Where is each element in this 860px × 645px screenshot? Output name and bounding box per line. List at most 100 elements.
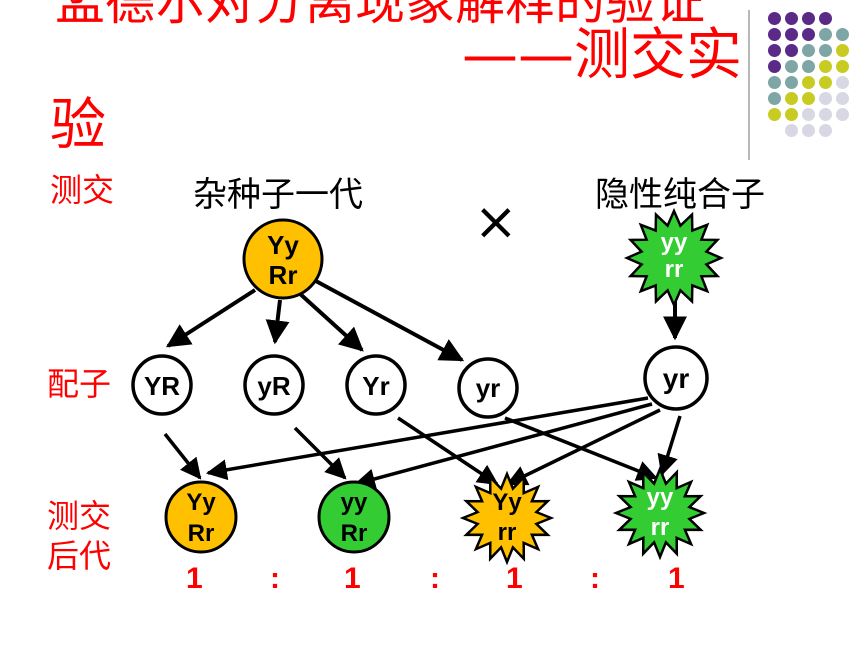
gamete-yr: yr <box>457 357 519 419</box>
arrow-YR-to-offspring-1 <box>163 432 202 480</box>
parent-f1-circle <box>242 218 324 300</box>
ratio-colon-3: : <box>590 562 600 595</box>
gamete-YR: YR <box>131 354 193 416</box>
decorative-dot <box>785 60 798 73</box>
gametes-label: 配子 <box>47 365 112 403</box>
gamete-yR-label: yR <box>257 371 290 401</box>
parent-recessive-genotype: yy rr <box>623 207 725 309</box>
decorative-dot <box>802 76 815 89</box>
decorative-dot <box>785 92 798 105</box>
arrow-f1-to-gamete-yr <box>313 278 465 362</box>
gamete-YR-label: YR <box>144 371 180 401</box>
offspring-label-line-1: 测交 <box>47 497 112 535</box>
decorative-dot <box>819 44 832 57</box>
decorative-dot <box>785 44 798 57</box>
gamete-Yr-label: Yr <box>362 371 389 401</box>
decorative-dot <box>836 76 849 89</box>
decorative-dot <box>785 28 798 41</box>
decorative-dot <box>836 60 849 73</box>
ratio-value-1: 1 <box>186 562 203 595</box>
decorative-divider <box>748 10 750 160</box>
testcross-label: 测交 <box>50 171 115 209</box>
cross-symbol: × <box>474 192 518 252</box>
title-line-1: 孟德尔对分离现象解释的验证 <box>55 0 705 31</box>
decorative-dot <box>768 44 781 57</box>
gamete-Yr-circle <box>345 354 407 416</box>
offspring-3-line-2: rr <box>498 519 517 546</box>
decorative-dot <box>819 28 832 41</box>
arrow-f1-to-gamete-yR <box>265 299 290 345</box>
decorative-dot <box>802 124 815 137</box>
offspring-4-line-2: rr <box>651 514 670 541</box>
arrow-f1-to-gamete-Yr <box>296 290 364 352</box>
offspring-2-line-2: Rr <box>341 520 368 547</box>
offspring-1-line-2: Rr <box>188 520 215 547</box>
decorative-dot <box>768 12 781 25</box>
decorative-dot <box>819 76 832 89</box>
gamete-to-offspring-arrows <box>163 396 682 490</box>
decorative-dot <box>819 12 832 25</box>
recessive-gamete: yr <box>643 345 709 411</box>
decorative-dot <box>802 108 815 121</box>
decorative-dot <box>785 76 798 89</box>
decorative-dot <box>836 92 849 105</box>
offspring-4-line-1: yy <box>647 484 674 511</box>
decorative-dot <box>819 124 832 137</box>
offspring-1-circle <box>164 480 238 554</box>
recessive-gamete-circle <box>643 345 709 411</box>
parent-recessive-line-1: yy <box>661 229 688 256</box>
decorative-dot <box>802 44 815 57</box>
decorative-dot <box>768 92 781 105</box>
decorative-dot <box>802 92 815 105</box>
offspring-1-genotype: Yy Rr <box>164 480 238 554</box>
decorative-dot <box>819 60 832 73</box>
parent-recessive-starburst <box>623 207 725 309</box>
arrow-f1-to-gamete-YR <box>165 288 257 348</box>
decorative-dot <box>768 28 781 41</box>
offspring-4-starburst <box>612 465 708 561</box>
decorative-dot <box>785 12 798 25</box>
ratio-value-3: 1 <box>506 562 523 595</box>
arrow-recessive-yr-to-offspring-1 <box>205 396 649 481</box>
offspring-label-line-2: 后代 <box>47 537 112 575</box>
decorative-dot <box>768 60 781 73</box>
decorative-dot <box>785 124 798 137</box>
decorative-dot <box>819 108 832 121</box>
f1-to-gamete-arrows <box>165 278 465 362</box>
arrow-recessive-yr-to-offspring-3 <box>506 408 661 486</box>
offspring-3-genotype: Yy rr <box>459 470 555 566</box>
parent-recessive-line-2: rr <box>665 256 684 283</box>
offspring-2-circle <box>317 480 391 554</box>
arrow-recessive-yr-to-offspring-2 <box>353 402 653 490</box>
decorative-dot <box>768 108 781 121</box>
decorative-dot <box>802 12 815 25</box>
gamete-YR-circle <box>131 354 193 416</box>
ratio-colon-1: : <box>270 562 280 595</box>
gamete-yR: yR <box>243 354 305 416</box>
recessive-homozygote-label: 隐性纯合子 <box>595 175 765 215</box>
parent-f1-genotype: Yy Rr <box>242 218 324 300</box>
ratio-value-4: 1 <box>668 562 685 595</box>
offspring-2-line-1: yy <box>341 489 368 516</box>
offspring-3-line-1: Yy <box>492 489 522 516</box>
offspring-1-line-1: Yy <box>186 489 216 516</box>
parent-f1-line-2: Rr <box>269 260 298 290</box>
decorative-dot <box>802 28 815 41</box>
hybrid-f1-label: 杂种子一代 <box>193 175 363 215</box>
decorative-dot <box>785 108 798 121</box>
title-line-2: ——测交实 <box>462 23 742 88</box>
gamete-Yr: Yr <box>345 354 407 416</box>
offspring-2-genotype: yy Rr <box>317 480 391 554</box>
arrow-recessive-yr-to-offspring-4 <box>657 415 682 477</box>
decorative-dot <box>836 28 849 41</box>
gamete-yr-label: yr <box>476 373 501 403</box>
gamete-yR-circle <box>243 354 305 416</box>
decorative-dot <box>836 108 849 121</box>
f1-gametes: YR yR Yr yr <box>131 354 519 419</box>
decorative-dot <box>802 60 815 73</box>
arrow-Yr-to-offspring-3 <box>397 416 499 486</box>
ratio-value-2: 1 <box>344 562 361 595</box>
title-line-3: 验 <box>50 93 106 158</box>
offspring-4-genotype: yy rr <box>612 465 708 561</box>
